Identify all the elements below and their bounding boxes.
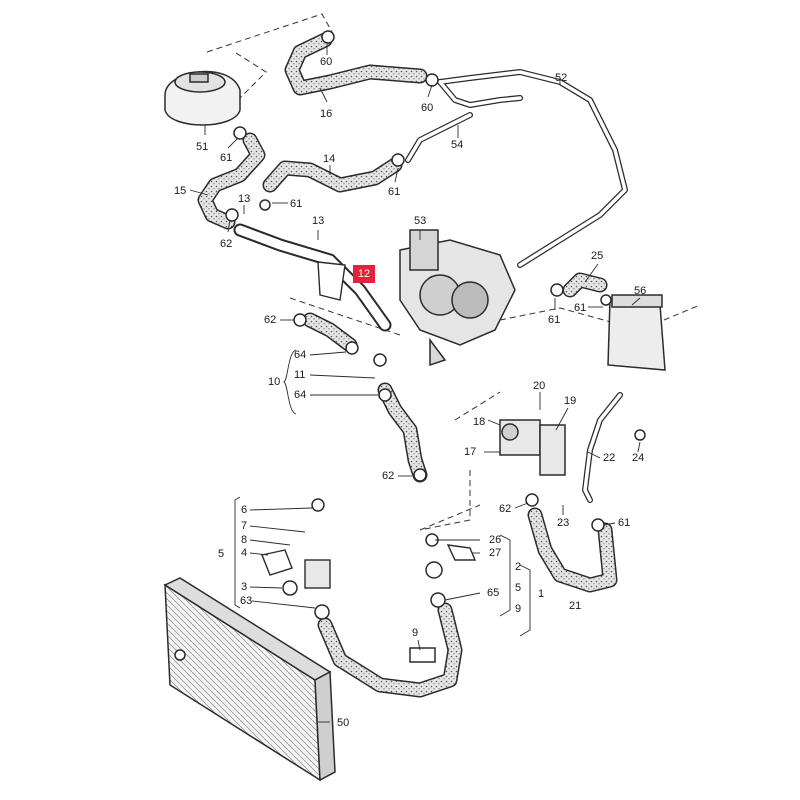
oil-cooler (607, 294, 666, 371)
callout-18: 18 (473, 416, 486, 428)
callout-3: 3 (241, 581, 248, 593)
clamps (174, 30, 646, 663)
callout-25: 25 (591, 250, 604, 262)
callout-13: 13 (238, 193, 251, 205)
callout-61: 61 (388, 186, 401, 198)
callout-24: 24 (632, 452, 645, 464)
thermostat-housing-5 (261, 544, 477, 589)
callout-1: 1 (538, 588, 545, 600)
leader-lines (189, 42, 641, 723)
callout-50: 50 (337, 717, 350, 729)
callout-52: 52 (555, 72, 568, 84)
callout-11: 11 (294, 369, 306, 381)
callout-10: 10 (268, 376, 281, 388)
callout-61: 61 (618, 517, 631, 529)
callout-61: 61 (574, 302, 587, 314)
callout-5: 5 (218, 548, 225, 560)
callout-6: 6 (241, 504, 248, 516)
callout-4: 4 (241, 547, 248, 559)
callout-56: 56 (634, 285, 647, 297)
callout-60: 60 (320, 56, 333, 68)
callout-64: 64 (294, 389, 307, 401)
callout-7: 7 (241, 520, 248, 532)
callout-21: 21 (569, 600, 582, 612)
callout-51: 51 (196, 141, 209, 153)
coolant-pipe-12 (233, 223, 392, 332)
callout-62: 62 (382, 470, 395, 482)
callout-9: 9 (515, 603, 522, 615)
callout-26: 26 (489, 534, 502, 546)
callout-5: 5 (515, 582, 522, 594)
callout-9: 9 (412, 627, 419, 639)
callout-60: 60 (421, 102, 434, 114)
callout-19: 19 (564, 395, 577, 407)
callout-23: 23 (557, 517, 570, 529)
callout-16: 16 (320, 108, 333, 120)
callout-15: 15 (174, 185, 187, 197)
callout-27: 27 (489, 547, 502, 559)
callout-13: 13 (312, 215, 325, 227)
callout-61: 61 (290, 198, 303, 210)
callout-62: 62 (264, 314, 277, 326)
callout-17: 17 (464, 446, 477, 458)
dashed-group-lines (206, 13, 701, 531)
callout-54: 54 (451, 139, 464, 151)
callout-61: 61 (220, 152, 233, 164)
callout-61: 61 (548, 314, 561, 326)
pump-housing (399, 229, 516, 367)
callout-22: 22 (603, 452, 616, 464)
callout-8: 8 (241, 534, 248, 546)
valve-assembly (499, 419, 566, 476)
callout-64: 64 (294, 349, 307, 361)
callout-2: 2 (515, 561, 522, 573)
expansion-tank (164, 70, 241, 126)
callout-62: 62 (220, 238, 233, 250)
hoses (197, 32, 618, 698)
callout-63: 63 (240, 595, 253, 607)
callout-53: 53 (414, 215, 427, 227)
callout-12-highlighted[interactable]: 12 (353, 265, 375, 283)
callout-62: 62 (499, 503, 512, 515)
radiator (163, 577, 336, 782)
callout-65: 65 (487, 587, 500, 599)
callout-14: 14 (323, 153, 336, 165)
callout-20: 20 (533, 380, 546, 392)
